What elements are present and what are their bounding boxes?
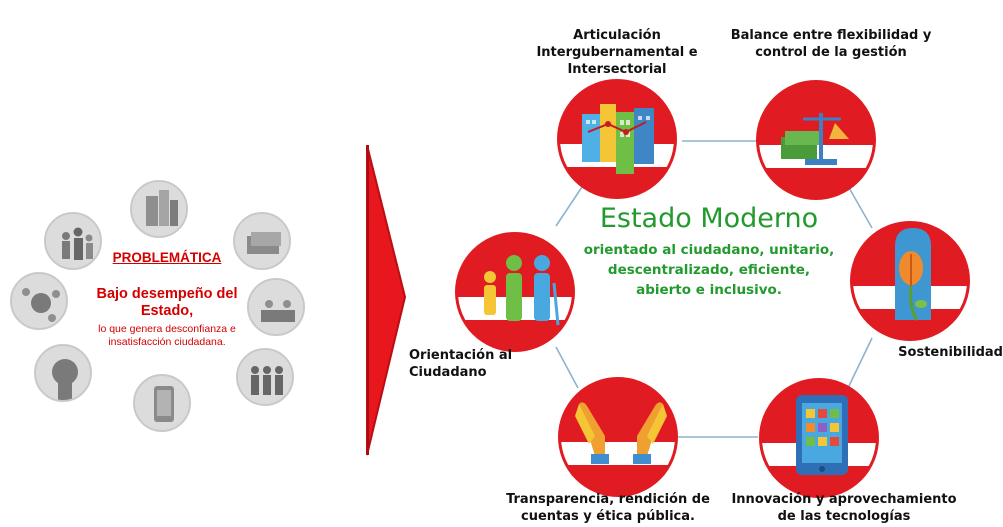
pillar-orientacion-circle: [455, 232, 575, 352]
gray-buildings-icon: [146, 190, 178, 226]
gray-network-icon: [22, 288, 60, 322]
open-hands-icon: [575, 402, 667, 464]
problem-icon-head: [34, 344, 92, 402]
pillar-label-innovacion: Innovación y aprovechamiento de las tecn…: [731, 492, 957, 524]
gray-money-icon: [247, 232, 281, 254]
pillar-innovacion-circle: [759, 378, 879, 498]
leaf-icon: [895, 228, 931, 321]
pillar-articulacion-circle: [557, 79, 677, 199]
center-subtitle: orientado al ciudadano, unitario, descen…: [583, 242, 835, 298]
problem-icon-phone: [133, 374, 191, 432]
gray-head-icon: [52, 359, 78, 400]
problem-icon-meeting: [247, 278, 305, 336]
buildings-icon: [582, 104, 654, 174]
problem-icon-money: [233, 212, 291, 270]
problem-icon-people: [236, 348, 294, 406]
problem-subtext: lo que genera desconfianza e insatisfacc…: [98, 323, 236, 348]
problem-icon-buildings: [130, 180, 188, 238]
gray-family-icon: [62, 227, 93, 260]
pillar-label-articulacion: Articulación Intergubernamental e Inters…: [536, 28, 698, 77]
tablet-icon: [796, 395, 848, 475]
pillar-label-sostenibilidad: Sostenibilidad: [898, 345, 1003, 360]
problem-title: PROBLEMÁTICA: [112, 250, 222, 265]
pillar-label-transparencia: Transparencia, rendición de cuentas y ét…: [506, 492, 710, 524]
scales-icon: [781, 113, 849, 165]
red-arrow-icon: [366, 145, 407, 456]
center-title: Estado Moderno: [599, 203, 819, 234]
gray-people-icon: [251, 366, 283, 395]
gray-meeting-icon: [261, 300, 295, 322]
pillar-label-orientacion: Orientación al Ciudadano: [409, 348, 513, 380]
problem-icon-network: [10, 272, 68, 330]
problem-icon-family: [44, 212, 102, 270]
pillar-transparencia-circle: [558, 377, 678, 497]
gray-phone-icon: [154, 386, 174, 422]
pillar-balance-circle: [756, 80, 876, 200]
problem-headline: Bajo desempeño del Estado,: [96, 286, 238, 319]
pillar-label-balance: Balance entre flexibilidad y control de …: [730, 28, 932, 60]
pillar-sostenibilidad-circle: [850, 221, 970, 341]
family-icon: [484, 255, 560, 326]
